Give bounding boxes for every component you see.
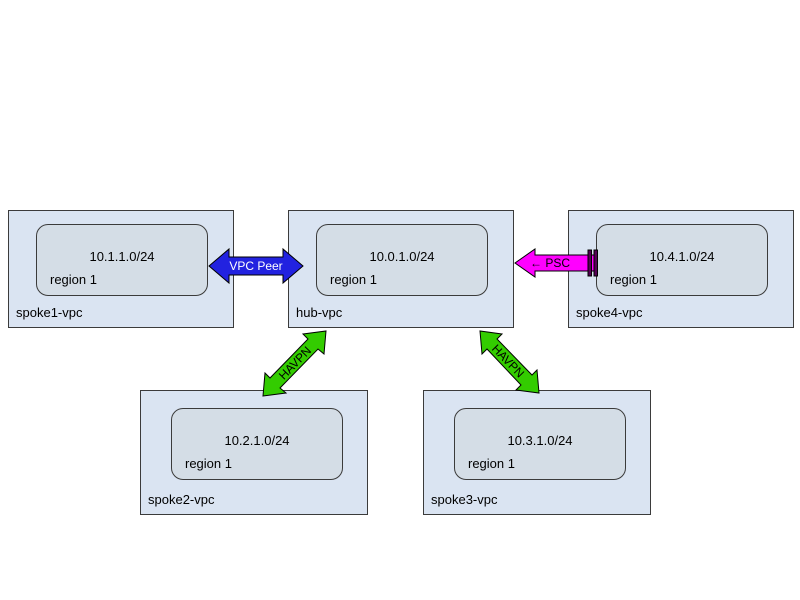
havpn-arrow-right: [479, 330, 540, 394]
spoke3-region-label: region 1: [468, 456, 515, 471]
spoke2-vpc-box: 10.2.1.0/24 region 1 spoke2-vpc: [140, 390, 368, 515]
spoke1-region-label: region 1: [50, 272, 97, 287]
spoke1-vpc-name: spoke1-vpc: [16, 305, 83, 320]
spoke1-subnet-box: 10.1.1.0/24 region 1: [36, 224, 208, 296]
spoke2-vpc-name: spoke2-vpc: [148, 492, 215, 507]
spoke4-vpc-name: spoke4-vpc: [576, 305, 643, 320]
spoke3-subnet-box: 10.3.1.0/24 region 1: [454, 408, 626, 480]
hub-subnet-cidr: 10.0.1.0/24: [369, 249, 435, 264]
hub-vpc-box: 10.0.1.0/24 region 1 hub-vpc: [288, 210, 514, 328]
spoke4-region-label: region 1: [610, 272, 657, 287]
spoke4-vpc-box: 10.4.1.0/24 region 1 spoke4-vpc: [568, 210, 794, 328]
hub-subnet-box: 10.0.1.0/24 region 1: [316, 224, 488, 296]
spoke2-region-label: region 1: [185, 456, 232, 471]
spoke1-vpc-box: 10.1.1.0/24 region 1 spoke1-vpc: [8, 210, 234, 328]
spoke1-subnet-cidr: 10.1.1.0/24: [89, 249, 155, 264]
havpn-arrow-left: [262, 330, 327, 397]
spoke2-subnet-box: 10.2.1.0/24 region 1: [171, 408, 343, 480]
psc-label: ← PSC: [529, 256, 570, 270]
hub-region-label: region 1: [330, 272, 377, 287]
spoke3-vpc-name: spoke3-vpc: [431, 492, 498, 507]
vpc-peer-label: VPC Peer: [229, 259, 283, 273]
spoke4-subnet-cidr: 10.4.1.0/24: [649, 249, 715, 264]
spoke4-subnet-box: 10.4.1.0/24 region 1: [596, 224, 768, 296]
spoke3-subnet-cidr: 10.3.1.0/24: [507, 433, 573, 448]
vpc-peer-arrow: [208, 247, 304, 285]
hub-vpc-name: hub-vpc: [296, 305, 343, 320]
spoke3-vpc-box: 10.3.1.0/24 region 1 spoke3-vpc: [423, 390, 651, 515]
psc-endpoint-bars: [587, 249, 598, 277]
spoke2-subnet-cidr: 10.2.1.0/24: [224, 433, 290, 448]
